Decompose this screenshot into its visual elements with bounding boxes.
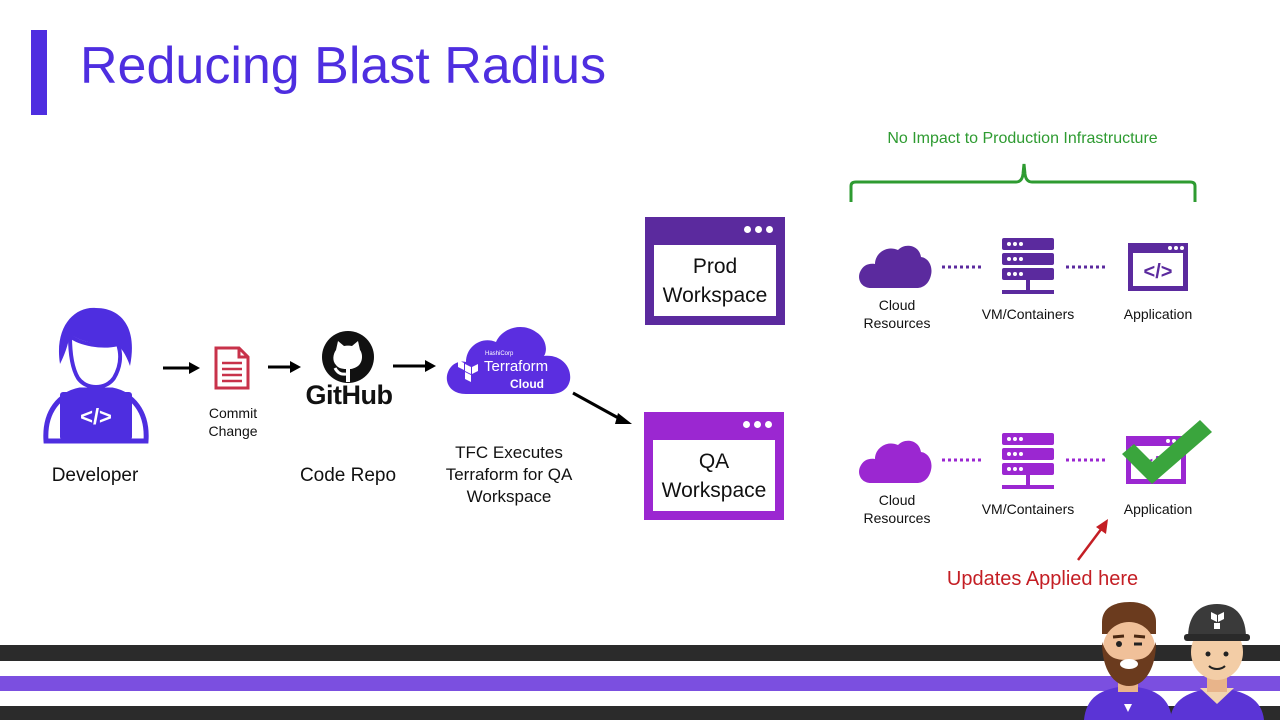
github-wordmark: GitHub bbox=[305, 380, 393, 410]
arrow-right-icon bbox=[163, 362, 200, 374]
developer-label: Developer bbox=[51, 465, 139, 486]
commit-document-icon bbox=[214, 346, 250, 390]
developer-icon: </> bbox=[43, 307, 149, 444]
red-arrow-icon bbox=[1077, 519, 1108, 561]
no-impact-label: No Impact to Production Infrastructure bbox=[887, 130, 1158, 147]
commit-change-label: Commit Change bbox=[208, 405, 258, 439]
arrow-right-icon bbox=[393, 360, 436, 372]
server-rack-icon bbox=[1002, 433, 1054, 489]
cloud-icon bbox=[859, 440, 932, 483]
dotted-connector bbox=[1066, 265, 1108, 269]
footer-stripe-dark bbox=[0, 645, 1280, 661]
qa-workspace-label: QA Workspace bbox=[653, 440, 775, 511]
qa-application-label: Application bbox=[1123, 501, 1193, 517]
svg-text:</>: </> bbox=[80, 404, 112, 429]
prod-cloud-label: Cloud Resources bbox=[863, 297, 931, 331]
code-repo-label: Code Repo bbox=[299, 465, 397, 486]
presenter-avatar-bearded bbox=[1084, 602, 1172, 720]
prod-workspace-card: Prod Workspace bbox=[645, 217, 785, 325]
qa-workspace-card: QA Workspace bbox=[644, 412, 784, 520]
dotted-connector bbox=[942, 458, 984, 462]
terraform-cloud-logo: HashiCorp Terraform Cloud bbox=[444, 322, 572, 396]
github-octocat-icon bbox=[322, 331, 374, 383]
window-dots-icon bbox=[743, 421, 772, 428]
qa-cloud-label: Cloud Resources bbox=[863, 492, 931, 526]
svg-text:</>: </> bbox=[1144, 261, 1173, 283]
slide-title: Reducing Blast Radius bbox=[80, 37, 607, 95]
dotted-connector bbox=[1066, 458, 1108, 462]
prod-application-label: Application bbox=[1123, 306, 1193, 322]
presenter-avatar-cap bbox=[1170, 604, 1264, 720]
checkmark-icon bbox=[1122, 420, 1212, 484]
cloud-icon bbox=[859, 245, 932, 288]
arrow-right-icon bbox=[268, 361, 301, 373]
prod-vm-label: VM/Containers bbox=[981, 306, 1075, 322]
tfc-product-text: Cloud bbox=[510, 377, 544, 391]
curly-brace-icon bbox=[849, 163, 1197, 202]
updates-applied-label: Updates Applied here bbox=[946, 568, 1139, 590]
qa-vm-label: VM/Containers bbox=[981, 501, 1075, 517]
arrow-diagonal-icon bbox=[572, 391, 632, 424]
tfc-executes-label: TFC Executes Terraform for QA Workspace bbox=[445, 443, 573, 506]
tfc-name-text: Terraform bbox=[484, 358, 549, 375]
title-accent-bar bbox=[31, 30, 47, 115]
server-rack-icon bbox=[1002, 238, 1054, 294]
application-window-icon: </> bbox=[1128, 243, 1188, 291]
footer-stripe-dark bbox=[0, 706, 1280, 720]
tfc-brand-text: HashiCorp bbox=[485, 351, 514, 357]
dotted-connector bbox=[942, 265, 984, 269]
prod-workspace-label: Prod Workspace bbox=[654, 245, 776, 316]
window-dots-icon bbox=[744, 226, 773, 233]
footer-stripe-purple bbox=[0, 676, 1280, 691]
